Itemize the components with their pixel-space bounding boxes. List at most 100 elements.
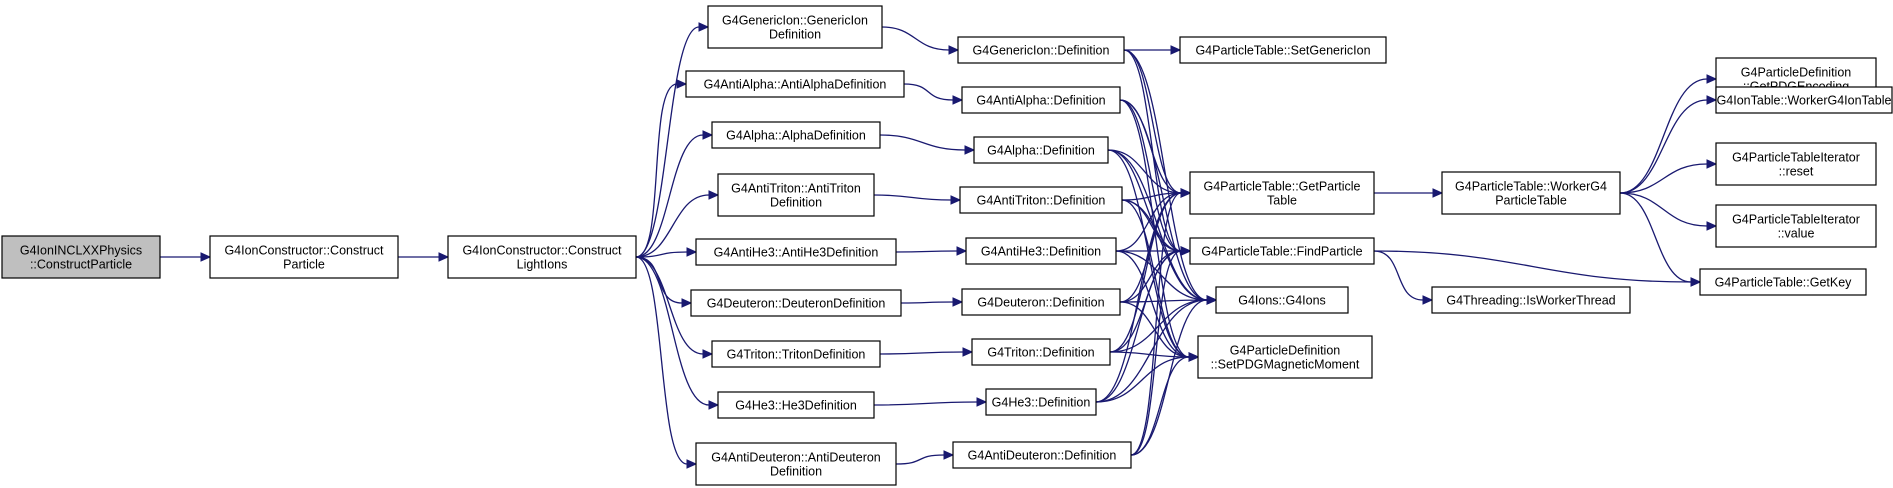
node-pit_reset[interactable]: G4ParticleTableIterator::reset bbox=[1715, 142, 1877, 186]
edge-wpt-to-pit_reset bbox=[1619, 159, 1718, 194]
node-box bbox=[959, 186, 1123, 214]
node-box bbox=[1441, 171, 1621, 215]
edge-line bbox=[1115, 192, 1182, 252]
node-aa[interactable]: G4AntiAlpha::Definition bbox=[961, 86, 1121, 114]
node-label: ::value bbox=[1778, 227, 1815, 241]
node-ah_def[interactable]: G4AntiHe3::AntiHe3Definition bbox=[695, 238, 897, 266]
node-box bbox=[971, 338, 1111, 366]
edge-line bbox=[1119, 99, 1182, 252]
node-label: G4ParticleTable::GetParticle bbox=[1203, 180, 1360, 194]
edge-line bbox=[635, 83, 678, 258]
node-gi[interactable]: G4GenericIon::Definition bbox=[957, 36, 1125, 64]
edge-wpt-to-gk bbox=[1619, 192, 1702, 287]
edge-arrowhead bbox=[1170, 45, 1182, 55]
edge-icli-to-ah_def bbox=[635, 247, 698, 258]
edge-aa_def-to-aa bbox=[903, 83, 964, 105]
edges-layer bbox=[159, 22, 1718, 469]
node-al_def[interactable]: G4Alpha::AlphaDefinition bbox=[711, 121, 881, 149]
node-wit[interactable]: G4IonTable::WorkerG4IonTable bbox=[1715, 86, 1893, 114]
node-at[interactable]: G4AntiTriton::Definition bbox=[959, 186, 1123, 214]
edge-line bbox=[873, 401, 978, 406]
node-box bbox=[973, 136, 1109, 164]
node-de_def[interactable]: G4Deuteron::DeuteronDefinition bbox=[690, 289, 902, 317]
node-ad[interactable]: G4AntiDeuteron::Definition bbox=[952, 441, 1132, 469]
node-box bbox=[1189, 237, 1375, 265]
node-he[interactable]: G4He3::Definition bbox=[985, 388, 1097, 416]
node-label: G4ParticleDefinition bbox=[1230, 344, 1341, 358]
node-al[interactable]: G4Alpha::Definition bbox=[973, 136, 1109, 164]
edge-arrowhead bbox=[956, 246, 968, 256]
edge-line bbox=[1115, 250, 1190, 358]
edge-arrowhead bbox=[698, 22, 710, 32]
edge-wpt-to-pit_value bbox=[1619, 192, 1718, 231]
node-he_def[interactable]: G4He3::He3Definition bbox=[717, 391, 875, 419]
edge-line bbox=[903, 83, 954, 101]
edge-arrowhead bbox=[1180, 188, 1192, 198]
node-label: G4AntiAlpha::Definition bbox=[976, 94, 1105, 108]
node-box bbox=[717, 391, 875, 419]
node-tr[interactable]: G4Triton::Definition bbox=[971, 338, 1111, 366]
edge-at-to-gpt bbox=[1121, 188, 1192, 201]
edge-line bbox=[1130, 250, 1182, 456]
node-label: G4IonConstructor::Construct bbox=[462, 244, 622, 258]
node-ions[interactable]: G4Ions::G4Ions bbox=[1215, 286, 1349, 314]
node-label: G4He3::Definition bbox=[992, 396, 1091, 410]
edge-icli-to-ad_def bbox=[635, 256, 698, 469]
node-label: G4IonConstructor::Construct bbox=[224, 244, 384, 258]
node-label: Definition bbox=[770, 465, 822, 479]
edge-line bbox=[1123, 49, 1182, 252]
node-label: G4ParticleDefinition bbox=[1741, 66, 1852, 80]
node-box bbox=[1189, 171, 1375, 215]
edge-line bbox=[1619, 192, 1708, 227]
node-box bbox=[1699, 268, 1867, 296]
edge-wpt-to-wit bbox=[1619, 95, 1718, 194]
edge-line bbox=[881, 26, 950, 51]
node-box bbox=[985, 388, 1097, 416]
node-box bbox=[1715, 86, 1893, 114]
node-aa_def[interactable]: G4AntiAlpha::AntiAlphaDefinition bbox=[685, 70, 905, 98]
node-label: G4AntiDeuteron::AntiDeuteron bbox=[711, 451, 881, 465]
edge-arrowhead bbox=[1706, 74, 1718, 84]
node-de[interactable]: G4Deuteron::Definition bbox=[961, 288, 1121, 316]
node-iwt[interactable]: G4Threading::IsWorkerThread bbox=[1431, 286, 1631, 314]
edge-line bbox=[1130, 192, 1182, 456]
edge-arrowhead bbox=[702, 130, 714, 140]
edge-line bbox=[1373, 250, 1424, 301]
node-label: G4Alpha::Definition bbox=[987, 144, 1095, 158]
node-label: G4AntiAlpha::AntiAlphaDefinition bbox=[704, 78, 887, 92]
node-box bbox=[1215, 286, 1349, 314]
edge-icli-to-at_def bbox=[635, 190, 720, 258]
node-pit_value[interactable]: G4ParticleTableIterator::value bbox=[1715, 204, 1877, 248]
node-spdg[interactable]: G4ParticleDefinition::SetPDGMagneticMome… bbox=[1197, 335, 1373, 379]
node-fp[interactable]: G4ParticleTable::FindParticle bbox=[1189, 237, 1375, 265]
node-root[interactable]: G4IonINCLXXPhysics::ConstructParticle bbox=[1, 235, 161, 279]
edge-arrowhead bbox=[676, 79, 688, 89]
node-gk[interactable]: G4ParticleTable::GetKey bbox=[1699, 268, 1867, 296]
node-label: G4AntiDeuteron::Definition bbox=[968, 449, 1117, 463]
edge-line bbox=[873, 194, 952, 201]
edge-line bbox=[895, 454, 945, 465]
edge-line bbox=[1619, 78, 1708, 194]
edge-line bbox=[1373, 250, 1692, 283]
node-label: G4GenericIon::GenericIon bbox=[722, 14, 868, 28]
node-tr_def[interactable]: G4Triton::TritonDefinition bbox=[711, 340, 881, 368]
node-label: G4ParticleTable::FindParticle bbox=[1201, 245, 1362, 259]
edge-gi-to-sgi bbox=[1124, 45, 1182, 55]
edge-line bbox=[635, 194, 710, 258]
edge-arrowhead bbox=[708, 400, 720, 410]
node-icp[interactable]: G4IonConstructor::ConstructParticle bbox=[209, 235, 399, 279]
node-ah[interactable]: G4AntiHe3::Definition bbox=[965, 237, 1117, 265]
node-label: G4IonINCLXXPhysics bbox=[20, 244, 142, 258]
edge-line bbox=[1619, 99, 1708, 194]
node-sgi[interactable]: G4ParticleTable::SetGenericIon bbox=[1179, 36, 1387, 64]
edge-tr_def-to-tr bbox=[879, 347, 974, 357]
edge-arrowhead bbox=[1180, 246, 1192, 256]
node-label: Definition bbox=[770, 196, 822, 210]
